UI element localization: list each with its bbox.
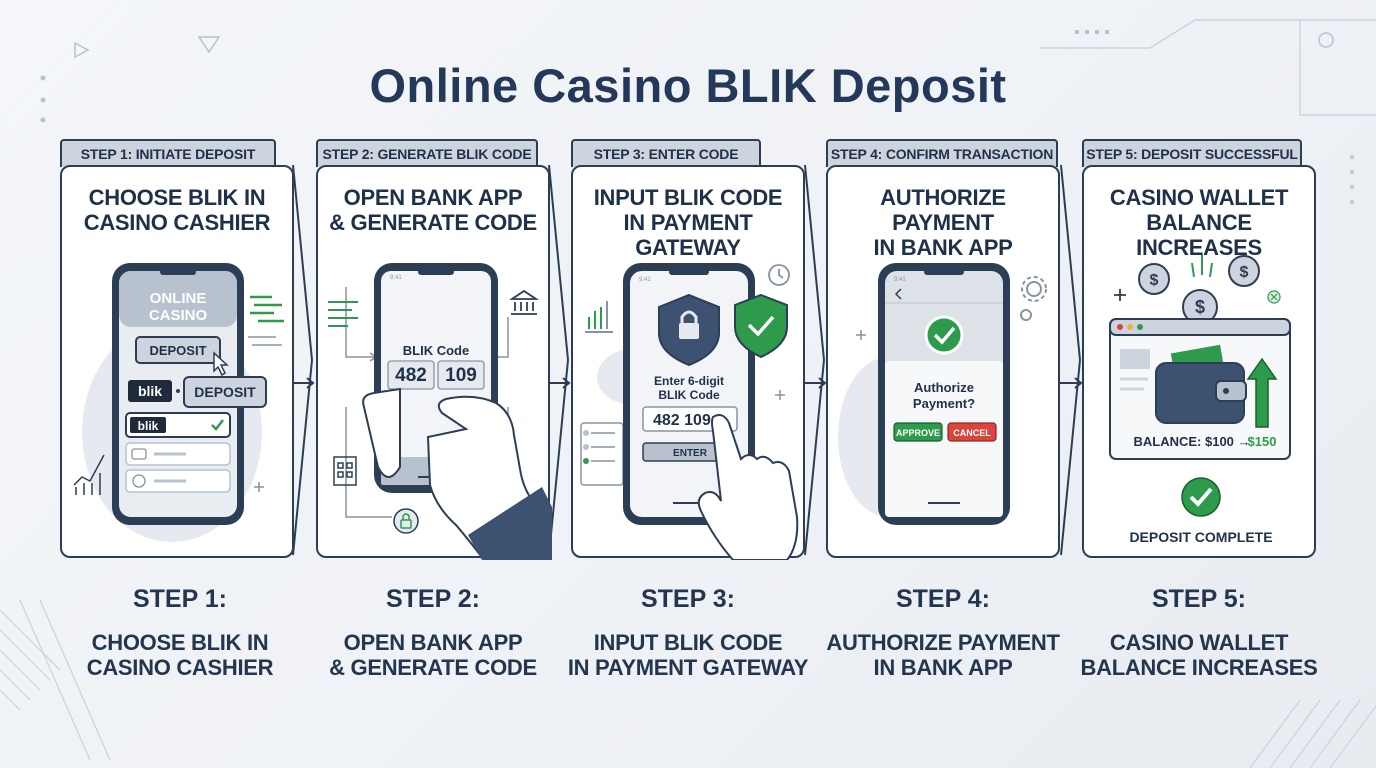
step-1-title: CHOOSE BLIK IN CASINO CASHIER — [83, 185, 271, 235]
step-2-title: OPEN BANK APP & GENERATE CODE — [329, 185, 537, 235]
blik-code-value: 482 109 — [653, 412, 711, 429]
step-4-tab: STEP 4: CONFIRM TRANSACTION — [826, 139, 1058, 167]
svg-text:CANCEL: CANCEL — [953, 428, 991, 438]
arrow-connector-4 — [1058, 164, 1083, 556]
coin-icon — [132, 474, 146, 488]
hand-icon — [362, 387, 401, 478]
step-2-illustration: 9:41 BLIK Code 482 109 — [328, 263, 552, 560]
chart-icon — [73, 454, 105, 495]
checklist-icon — [580, 422, 624, 486]
blik-logo — [128, 380, 172, 402]
step-5-card: CASINO WALLET BALANCE INCREASES $ $ $ BA… — [1082, 165, 1316, 558]
step-1-caption: STEP 1: CHOOSE BLIK IN CASINO CASHIER — [50, 585, 310, 680]
step-1-card: CHOOSE BLIK IN CASINO CASHIER ONLINE CAS… — [60, 165, 294, 558]
step-1-tab: STEP 1: INITIATE DEPOSIT — [60, 139, 276, 167]
blik-code-part-1: 482 — [395, 365, 427, 386]
svg-text:9:41: 9:41 — [639, 277, 651, 283]
step-2-tab: STEP 2: GENERATE BLIK CODE — [316, 139, 538, 167]
pointer-hand-icon — [697, 414, 799, 560]
step-5-caption-number: STEP 5: — [1151, 585, 1247, 613]
building-icon — [333, 456, 357, 486]
deposit-button[interactable] — [135, 336, 221, 364]
code-prompt-line-1: Enter 6-digit — [654, 374, 724, 388]
approve-button[interactable] — [893, 422, 943, 442]
bank-icon — [509, 289, 539, 315]
authorize-prompt-line-1: Authorize — [914, 380, 974, 395]
svg-text:9:41: 9:41 — [894, 277, 906, 283]
step-5-caption: STEP 5: CASINO WALLET BALANCE INCREASES — [1069, 585, 1329, 680]
coin-icons: $ $ $ — [1138, 255, 1260, 325]
deposit-complete-label: DEPOSIT COMPLETE — [1129, 529, 1272, 545]
step-2-card: OPEN BANK APP & GENERATE CODE 9:41 BLIK … — [316, 165, 552, 560]
step-5-tab: STEP 5: DEPOSIT SUCCESSFUL — [1082, 139, 1302, 167]
svg-text:APPROVE: APPROVE — [896, 428, 940, 438]
bar-chart-icon — [588, 307, 602, 329]
step-2-caption: STEP 2: OPEN BANK APP & GENERATE CODE — [303, 585, 563, 680]
back-chevron-icon[interactable] — [894, 288, 902, 300]
svg-text:$: $ — [1195, 297, 1205, 317]
step-1-illustration: ONLINE CASINO DEPOSIT blik DEPOSIT blik — [73, 263, 284, 542]
deposit-button-label: DEPOSIT — [149, 343, 206, 358]
step-4-title: AUTHORIZE PAYMENT IN BANK APP — [873, 185, 1013, 260]
code-prompt-line-2: BLIK Code — [658, 388, 720, 402]
svg-text:9:41: 9:41 — [390, 275, 402, 281]
blik-deposit-button[interactable] — [183, 376, 267, 408]
step-1-caption-number: STEP 1: — [132, 585, 228, 613]
step-2-caption-number: STEP 2: — [385, 585, 481, 613]
step-4-caption: STEP 4: AUTHORIZE PAYMENT IN BANK APP — [813, 585, 1073, 680]
balance-label: BALANCE: $100 → — [1133, 434, 1250, 449]
cancel-button[interactable] — [947, 422, 997, 442]
svg-text:$: $ — [1240, 264, 1249, 281]
step-3-caption-number: STEP 3: — [640, 585, 736, 613]
step-4-card: AUTHORIZE PAYMENT IN BANK APP 9:41 Autho… — [826, 165, 1060, 558]
step-5-illustration: $ $ $ BALANCE: $100 → $150 DEPOSIT COMPL… — [1109, 255, 1291, 545]
credit-card-icon — [131, 448, 147, 460]
step-4-caption-number: STEP 4: — [895, 585, 991, 613]
step-4-illustration: 9:41 Authorize Payment? APPROVE CANCEL — [838, 263, 1047, 525]
blik-code-part-2: 109 — [445, 365, 477, 386]
check-icon — [211, 419, 224, 431]
arrow-connector-3 — [802, 164, 827, 556]
step-3-illustration: 9:41 Enter 6-digit BLIK Code 482 109 ENT… — [580, 263, 799, 560]
authorize-prompt-line-2: Payment? — [913, 396, 975, 411]
svg-text:blik: blik — [138, 419, 159, 433]
step-3-title: INPUT BLIK CODE IN PAYMENT GATEWAY — [593, 185, 783, 260]
svg-text:DEPOSIT: DEPOSIT — [194, 384, 256, 400]
cursor-icon — [213, 351, 229, 377]
svg-text:blik: blik — [138, 383, 162, 399]
svg-text:ENTER: ENTER — [673, 448, 708, 459]
blik-code-label: BLIK Code — [403, 343, 469, 358]
up-arrow-icon — [1246, 357, 1278, 428]
step-3-caption: STEP 3: INPUT BLIK CODE IN PAYMENT GATEW… — [558, 585, 818, 680]
casino-heading-line-2: CASINO — [149, 307, 208, 324]
step-3-tab: STEP 3: ENTER CODE — [571, 139, 761, 167]
shield-check-icon — [734, 293, 788, 359]
step-3-card: INPUT BLIK CODE IN PAYMENT GATEWAY 9:41 … — [571, 165, 805, 560]
success-check-icon — [1181, 477, 1221, 517]
clock-icon — [768, 264, 790, 286]
svg-text:$: $ — [1150, 272, 1159, 289]
gear-icon — [1020, 276, 1047, 321]
check-circle-icon — [924, 315, 964, 355]
casino-heading-line-1: ONLINE — [150, 290, 207, 307]
balance-new-value: $150 — [1248, 434, 1277, 449]
page-title: Online Casino BLIK Deposit — [369, 59, 1007, 112]
lock-badge-icon — [393, 508, 419, 534]
